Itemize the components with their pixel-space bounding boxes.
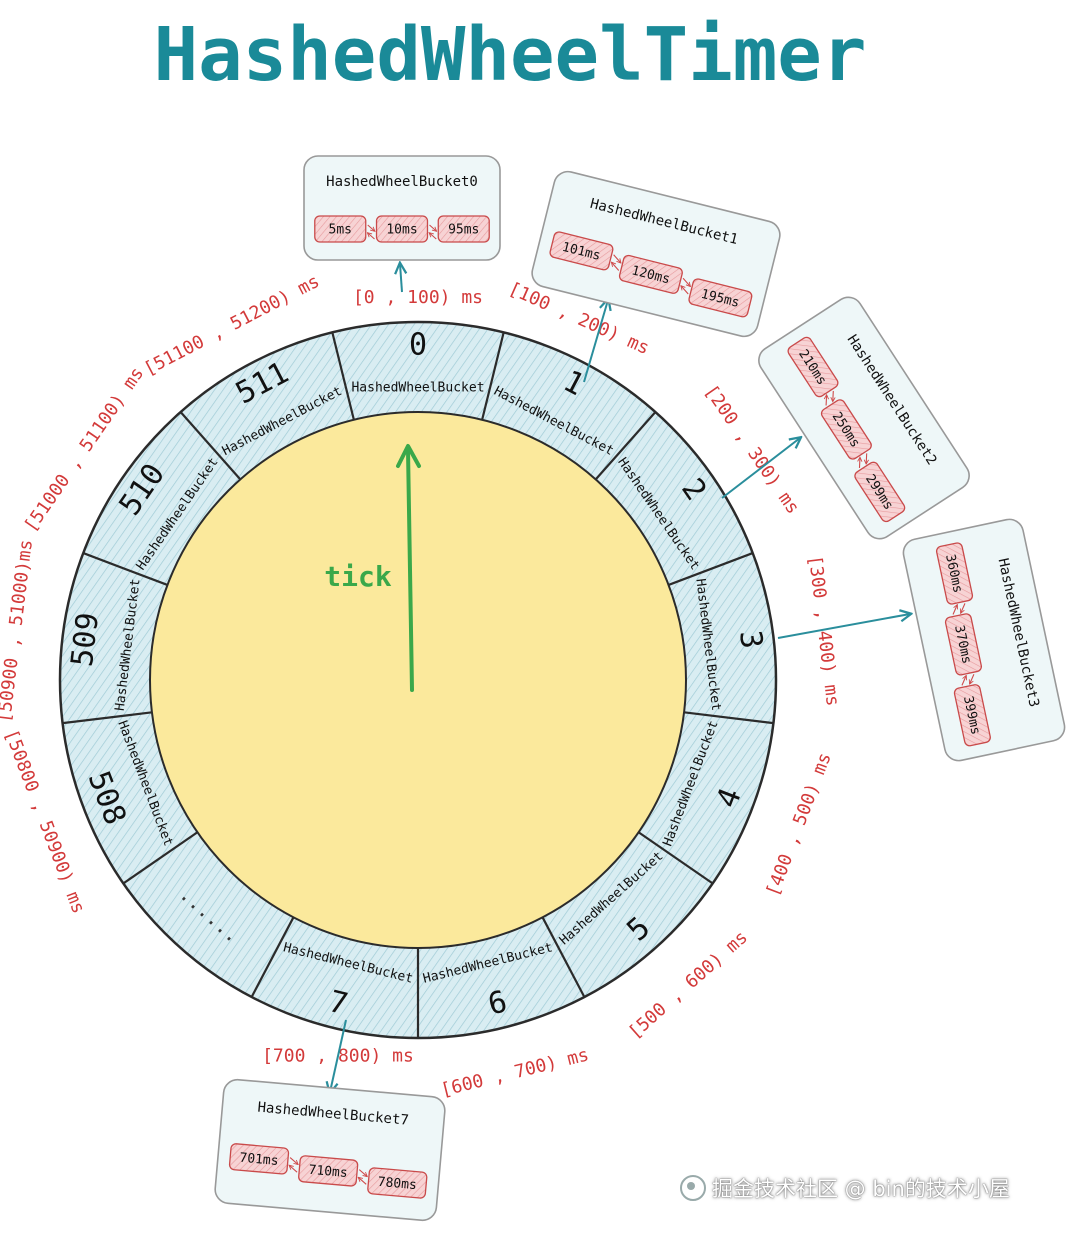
bucket-card-title: HashedWheelBucket0 — [326, 174, 478, 190]
tick-label: tick — [324, 560, 392, 593]
task-box — [854, 461, 906, 523]
slot-divider — [82, 552, 168, 586]
task-link-prev — [952, 605, 959, 615]
task-box — [618, 254, 683, 294]
task-link-prev — [289, 1166, 298, 1173]
task-label: 780ms — [377, 1175, 417, 1193]
slot-divider — [122, 831, 199, 885]
task-box — [944, 613, 983, 676]
slot-index: 3 — [732, 629, 769, 651]
bucket-arrow-2 — [721, 438, 800, 499]
slot-divider — [331, 332, 355, 421]
task-link-next — [968, 674, 975, 683]
range-label-6: [600 , 700) ms — [439, 1044, 591, 1101]
range-label-0: [0 , 100) ms — [353, 287, 483, 308]
chat-logo-icon — [680, 1175, 706, 1201]
slot-divider — [541, 916, 586, 998]
range-label-3: [300 , 400) ms — [804, 554, 843, 707]
task-link-next — [682, 277, 692, 286]
task-box — [688, 278, 753, 318]
bucket-card-frame — [303, 155, 501, 261]
slot-divider — [683, 711, 774, 725]
slot-divider — [637, 831, 714, 885]
slot-divider — [179, 411, 242, 481]
task-label: 5ms — [329, 223, 352, 238]
task-link-next — [959, 603, 966, 612]
bucket-arrow-4 — [330, 1019, 347, 1092]
task-label: 95ms — [448, 223, 479, 238]
task-box — [953, 684, 991, 747]
task-link-next — [289, 1157, 299, 1165]
slot-divider — [62, 711, 153, 725]
range-label-10: [50900 , 51000)ms — [0, 538, 37, 723]
slot-index: 0 — [409, 328, 427, 363]
slot-divider — [668, 552, 754, 586]
slot-index: 509 — [65, 611, 106, 669]
bucket-arrows — [330, 264, 910, 1092]
slot-divider — [250, 916, 295, 998]
task-link-next — [429, 224, 436, 231]
range-label-4: [400 , 500) ms — [762, 750, 835, 899]
task-box — [437, 215, 490, 243]
tick-pointer: tick — [324, 444, 421, 692]
task-link-prev — [368, 233, 375, 240]
task-link-next — [828, 390, 838, 401]
task-box — [367, 1167, 428, 1199]
task-link-prev — [358, 1178, 367, 1185]
tick-pointer-line — [406, 448, 414, 692]
task-label: 701ms — [239, 1151, 279, 1169]
task-label: 710ms — [308, 1163, 348, 1181]
task-link-prev — [429, 233, 437, 240]
task-link-prev — [610, 263, 620, 271]
watermark-text: 掘金技术社区 @ bin的技术小屋 — [712, 1177, 1010, 1201]
task-box — [314, 215, 367, 243]
task-link-next — [613, 254, 622, 263]
task-link-next — [367, 224, 375, 231]
task-box — [549, 231, 614, 271]
wheel-inner-circle — [149, 411, 687, 949]
task-link-prev — [961, 676, 968, 686]
task-link-next — [358, 1169, 368, 1177]
bucket-arrow-3 — [777, 614, 910, 639]
bucket-arrow-0 — [400, 264, 402, 293]
task-box — [298, 1155, 359, 1187]
task-link-prev — [822, 395, 832, 406]
slot-divider — [594, 411, 657, 481]
task-link-prev — [680, 286, 689, 295]
bucket-arrow-1 — [583, 300, 608, 383]
task-link-prev — [855, 458, 865, 468]
inner-circle — [149, 411, 687, 949]
task-box — [935, 542, 974, 605]
slot-bucket-label: HashedWheelBucket — [351, 381, 484, 396]
task-link-next — [862, 453, 872, 463]
tick-pointer-head — [396, 444, 421, 468]
page-title: HashedWheelTimer — [154, 12, 867, 98]
bucket-card-0: HashedWheelBucket0 5ms 10ms 95ms — [303, 155, 501, 261]
task-box — [820, 399, 872, 460]
task-box — [228, 1143, 290, 1175]
task-box — [787, 336, 839, 398]
slot-divider — [481, 332, 505, 421]
watermark: 掘金技术社区 @ bin的技术小屋 — [680, 1170, 1010, 1206]
task-box — [375, 215, 429, 243]
task-label: 10ms — [386, 223, 417, 238]
